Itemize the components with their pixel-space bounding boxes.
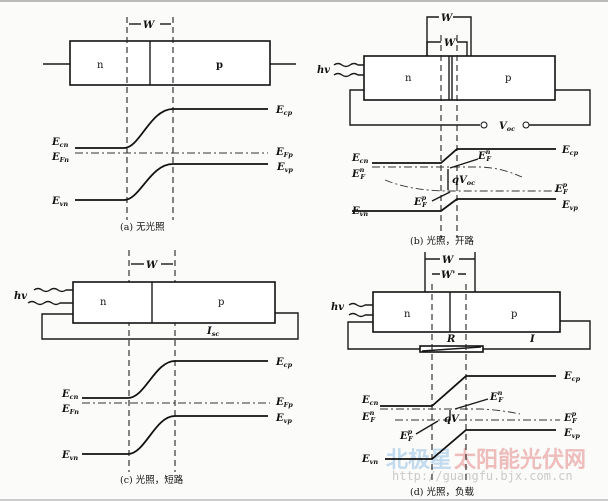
current-label: I	[529, 334, 535, 345]
electron-quasi-fermi-level	[372, 166, 523, 178]
panel-a-no-light: n p W Ecn EFn Evn Ecp EFp Evp (a) 无光照	[43, 17, 296, 233]
terminal-left	[480, 121, 488, 129]
conduction-band	[372, 148, 556, 164]
voc-label: Voc	[499, 121, 515, 133]
n-region-label: n	[404, 309, 411, 320]
label-efn: EFn	[61, 404, 79, 416]
valence-band	[75, 163, 268, 201]
valence-band	[82, 415, 268, 455]
label-efn: EFn	[51, 152, 69, 164]
photon-hv-label: hv	[14, 291, 27, 302]
caption-b: (b) 光照，开路	[410, 235, 475, 247]
light-wave-icon	[348, 302, 373, 318]
depletion-width-label: W	[441, 13, 454, 24]
qv-label: qV	[444, 414, 460, 425]
watermark-text-red: 太阳能光伏网	[454, 447, 586, 473]
label-evp: Evp	[275, 413, 292, 425]
p-region-label: p	[505, 73, 511, 84]
electron-quasi-fermi-level	[380, 408, 521, 415]
label-evp: Evp	[276, 162, 293, 174]
label-evn: Evn	[51, 196, 68, 208]
watermark-url: http://guangfu.bjx.com.cn	[392, 469, 573, 483]
depletion-width-label: W	[143, 20, 156, 31]
valence-band	[352, 198, 556, 212]
conduction-band	[75, 108, 268, 149]
label-ecn: Ecn	[351, 153, 369, 165]
terminal-right	[522, 121, 530, 129]
p-region-label: p	[216, 60, 223, 71]
label-ecn: Ecn	[51, 137, 69, 149]
label-ecp: Ecp	[275, 357, 293, 369]
caption-a: (a) 无光照	[120, 221, 165, 233]
label-efp: EFp	[275, 147, 293, 159]
label-evp: Evp	[563, 428, 580, 440]
label-evn: Evn	[361, 454, 378, 466]
photon-hv-label: hv	[317, 65, 330, 76]
n-region-label: n	[100, 297, 107, 308]
caption-c: (c) 光照，短路	[120, 474, 184, 486]
label-evn: Evn	[351, 206, 368, 218]
conduction-band	[380, 375, 556, 407]
valence-band	[385, 429, 556, 460]
short-circuit-wire	[41, 312, 299, 340]
label-evn: Evn	[61, 450, 78, 462]
wire-left	[349, 89, 480, 126]
label-efp: EFp	[275, 397, 293, 409]
depletion-width-label: W	[442, 255, 455, 266]
wire-right	[529, 89, 591, 126]
photon-hv-label: hv	[331, 302, 344, 313]
conduction-band	[82, 360, 268, 399]
light-wave-icon	[333, 62, 364, 78]
hole-quasi-fermi-level	[384, 179, 556, 192]
light-wave-icon	[27, 287, 73, 306]
p-region-label: p	[511, 309, 517, 320]
watermark: 北极星 太阳能光伏网 http://guangfu.bjx.com.cn	[386, 447, 586, 483]
n-region-label: n	[97, 60, 104, 71]
semiconductor-block	[69, 40, 271, 86]
label-ecn: Ecn	[61, 389, 79, 401]
w-prime-bracket	[426, 41, 468, 56]
depletion-width-label: W	[146, 260, 159, 271]
caption-d: (d) 光照，负载	[410, 486, 475, 498]
w-bracket	[424, 252, 476, 292]
label-ecp: Ecp	[275, 105, 293, 117]
n-region-label: n	[405, 73, 412, 84]
semiconductor-block	[363, 55, 556, 101]
label-ecp: Ecp	[563, 371, 581, 383]
isc-label: Isc	[206, 326, 219, 338]
p-region-label: p	[218, 297, 224, 308]
label-ecp: Ecp	[561, 145, 579, 157]
label-evp: Evp	[561, 200, 578, 212]
reduced-width-label: W'	[441, 270, 455, 281]
panel-c-light-short-circuit: W n p hv Isc Ecn EFn Evn Ecp EFp Evp (c)…	[14, 250, 299, 486]
label-ecn: Ecn	[361, 395, 379, 407]
qvoc-label: qVoc	[452, 175, 475, 187]
reduced-width-label: W'	[444, 38, 458, 49]
resistor-label: R	[446, 334, 455, 345]
